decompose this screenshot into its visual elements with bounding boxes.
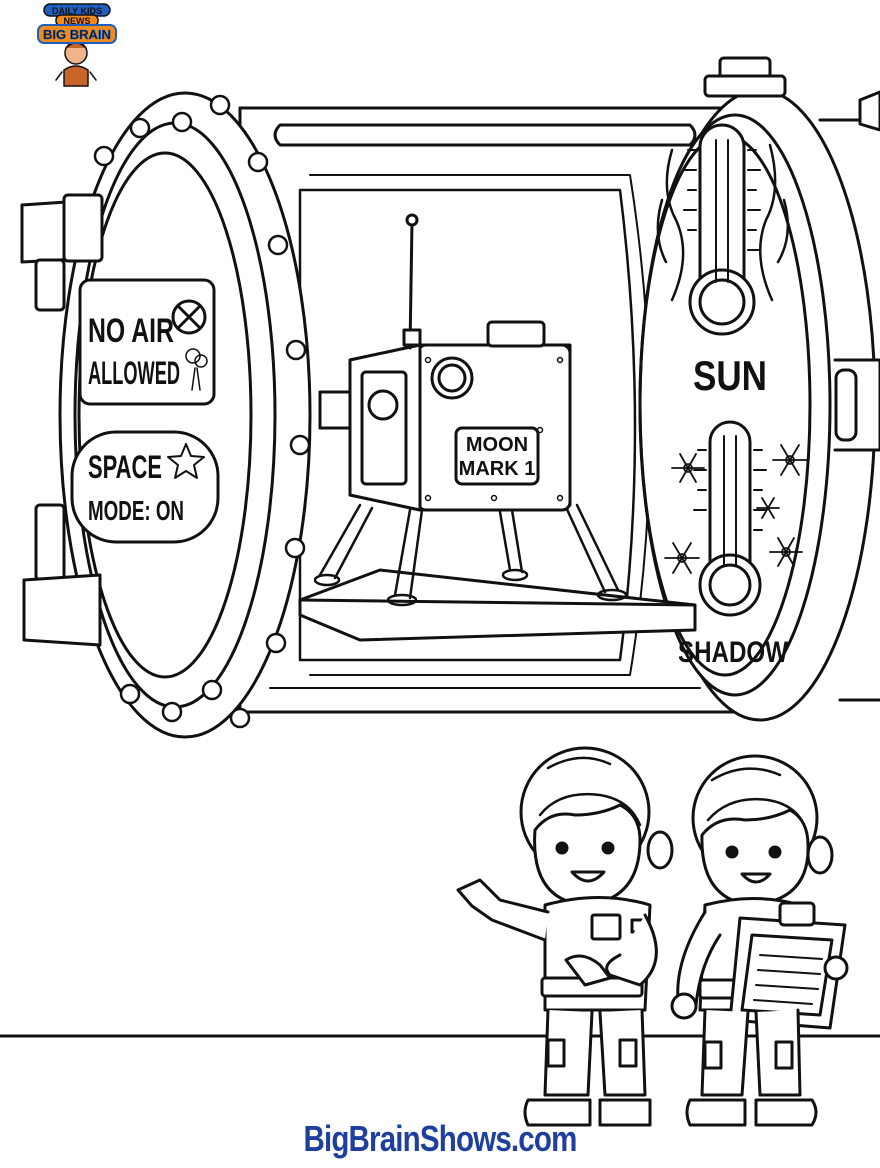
hot-thermometer: SUN [656,123,790,399]
shadow-label: SHADOW [678,636,789,669]
space-text: SPACE [88,449,162,485]
lander-camera-icon [430,356,474,400]
cold-thermometer: SHADOW [664,420,808,669]
snowflake-icon [756,497,780,519]
heat-wave-icon [665,148,685,302]
logo-line3: BIG BRAIN [43,27,111,42]
sun-label: SUN [693,352,767,399]
logo-line1: DAILY KIDS [52,6,102,16]
heat-wave-icon [758,143,777,302]
chamber-door [20,91,362,739]
lunar-lander: MOON MARK 1 [298,213,697,642]
no-air-sign: NO AIR ALLOWED [78,278,216,406]
big-brain-logo: DAILY KIDS NEWS BIG BRAIN [37,3,117,87]
lander-name-line2: MARK 1 [459,458,536,480]
lander-legs [313,503,628,607]
snowflake-icon [664,542,700,574]
tree-puff-icon [185,348,208,391]
flange-bolts [93,94,311,729]
mode-on-text: MODE: ON [88,495,184,526]
snowflake-icon [769,537,803,567]
no-x-icon [171,299,207,335]
mascot-figure [55,41,97,87]
astronaut-pointing [456,746,674,1127]
vacuum-chamber: NO AIR ALLOWED SPACE MODE: ON [20,56,880,739]
star-icon [167,443,205,479]
allowed-text: ALLOWED [88,355,180,391]
snowflake-icon [671,453,705,483]
space-mode-badge: SPACE MODE: ON [70,430,220,544]
astronaut-clipboard [670,754,849,1127]
footer-url[interactable]: BigBrainShows.com [303,1118,577,1159]
lander-name-line1: MOON [466,434,528,456]
snowflake-icon [772,444,808,476]
logo-line2: NEWS [64,16,91,26]
clipboard-icon [728,901,847,1030]
no-air-text: NO AIR [88,312,174,350]
